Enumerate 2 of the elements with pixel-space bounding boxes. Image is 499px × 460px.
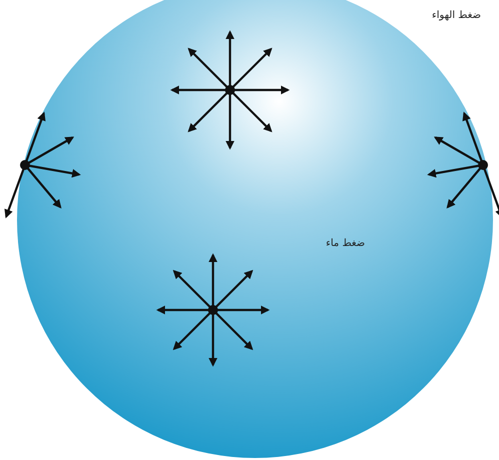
pressure-label: ضغط ماء — [326, 238, 365, 249]
pressure-label: ضغط الهواء — [432, 10, 481, 21]
